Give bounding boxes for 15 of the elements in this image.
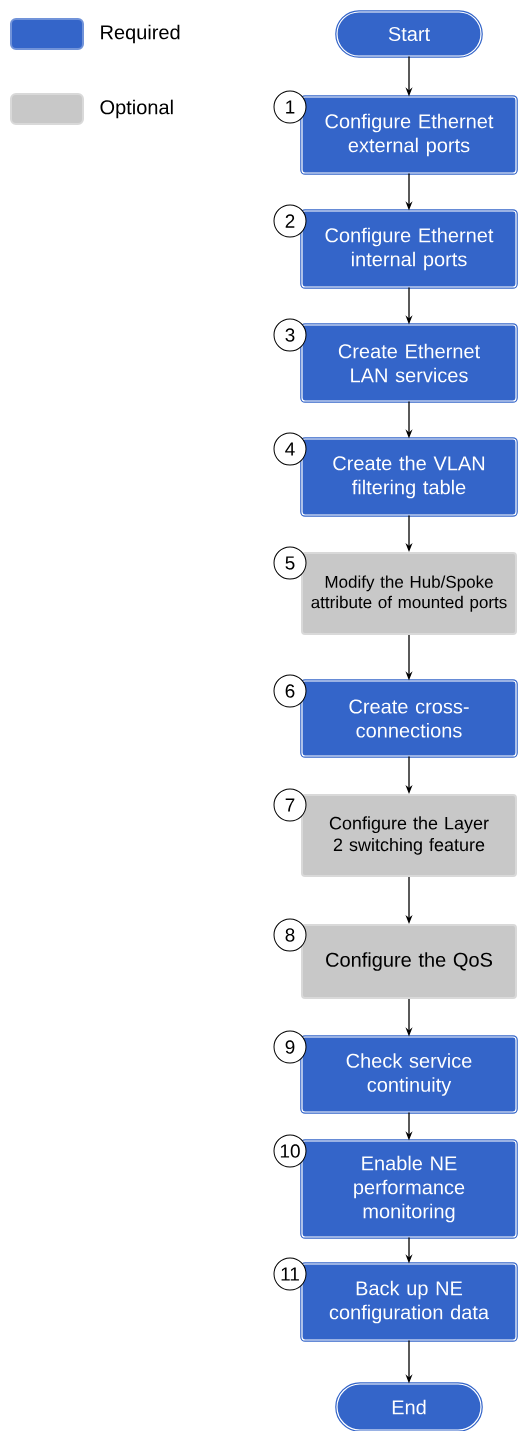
terminal-box: End <box>335 1382 483 1431</box>
process-box: Check service continuity <box>300 1035 518 1114</box>
process-box: Configure Ethernet external ports <box>300 95 518 175</box>
legend-label: Optional <box>100 99 173 119</box>
process-box: Enable NE performance monitoring <box>300 1139 518 1239</box>
process-box: Create the VLAN filtering table <box>300 437 518 517</box>
process-box: Modify the Hub/Spoke attribute of mounted ports <box>301 552 517 635</box>
process-box: Back up NE configuration data <box>300 1262 518 1342</box>
terminal-box: Start <box>335 10 483 58</box>
process-box: Create cross-connections <box>300 679 518 758</box>
process-box: Configure the QoS <box>301 924 517 999</box>
process-box: Create Ethernet LAN services <box>300 323 518 403</box>
process-box: Configure Ethernet internal ports <box>300 209 518 289</box>
process-box: Configure the Layer 2 switching feature <box>301 794 517 877</box>
legend-label: Required <box>101 24 180 44</box>
